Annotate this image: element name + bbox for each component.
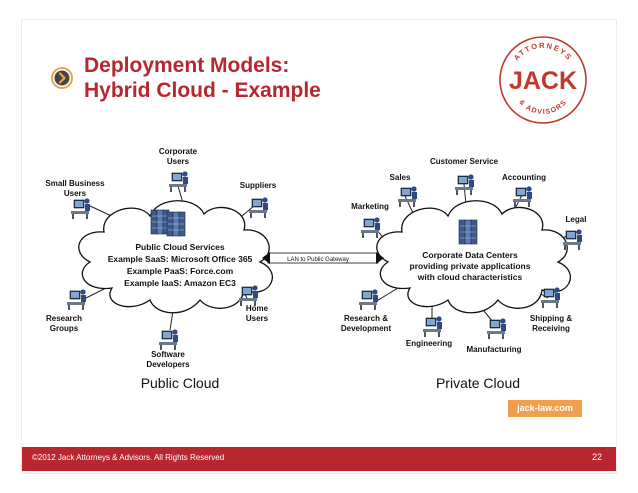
person-at-computer-icon xyxy=(397,185,418,208)
public-server-rack-icon xyxy=(150,209,170,235)
marketing-label: Marketing xyxy=(351,202,389,211)
private-cloud-caption: Private Cloud xyxy=(436,375,520,391)
person-at-computer-icon xyxy=(158,328,179,351)
person-at-computer-icon xyxy=(422,315,443,338)
slide-title-line2: Hybrid Cloud - Example xyxy=(84,79,321,102)
suppliers-label: Suppliers xyxy=(240,181,277,190)
person-at-computer-icon xyxy=(358,288,379,311)
gateway-bar-icon xyxy=(262,252,384,264)
public-cloud-shape xyxy=(78,200,273,314)
small-business-label-2: Users xyxy=(64,189,87,198)
website-badge[interactable]: jack-law.com xyxy=(508,400,582,417)
public-iaas: Example IaaS: Amazon EC3 xyxy=(124,278,236,288)
footer-bar: ©2012 Jack Attorneys & Advisors. All Rig… xyxy=(22,447,616,471)
person-at-computer-icon xyxy=(360,216,381,239)
private-server-rack-icon xyxy=(458,219,478,245)
software-developers-label-1: Software xyxy=(151,350,185,359)
slide-title: Deployment Models: Hybrid Cloud - Exampl… xyxy=(84,53,321,103)
private-center-line1: Corporate Data Centers xyxy=(422,250,518,260)
small-business-label-1: Small Business xyxy=(45,179,105,188)
manufacturing-label: Manufacturing xyxy=(466,345,521,354)
customer-service-label: Customer Service xyxy=(430,157,499,166)
corporate-users-label-2: Users xyxy=(167,157,190,166)
shipping-label-2: Receiving xyxy=(532,324,570,333)
copyright-text: ©2012 Jack Attorneys & Advisors. All Rig… xyxy=(32,453,225,462)
legal-label: Legal xyxy=(566,215,587,224)
public-server-rack-icon-2 xyxy=(166,211,186,237)
gateway-label: LAN to Public Gateway xyxy=(287,257,349,263)
public-paas: Example PaaS: Force.com xyxy=(127,266,234,276)
engineering-label: Engineering xyxy=(406,339,452,348)
private-cloud-shape xyxy=(376,200,571,314)
software-developers-label-2: Developers xyxy=(146,360,190,369)
public-services-title: Public Cloud Services xyxy=(135,242,225,252)
home-users-label-1: Home xyxy=(246,304,269,313)
sales-label: Sales xyxy=(390,173,411,182)
chevron-right-icon[interactable] xyxy=(51,67,73,89)
public-cloud-caption: Public Cloud xyxy=(141,375,220,391)
slide-title-line1: Deployment Models: xyxy=(84,54,290,77)
rnd-label-1: Research & xyxy=(344,314,388,323)
person-at-computer-icon xyxy=(540,286,561,309)
page-number: 22 xyxy=(591,452,602,462)
private-center-line3: with cloud characteristics xyxy=(417,272,523,282)
accounting-label: Accounting xyxy=(502,173,546,182)
person-at-computer-icon xyxy=(70,197,91,220)
person-at-computer-icon xyxy=(486,317,507,340)
shipping-label-1: Shipping & xyxy=(530,314,572,323)
corporate-users-label-1: Corporate xyxy=(159,147,198,156)
company-logo: ATTORNEYS JACK & ADVISORS xyxy=(499,36,587,124)
private-center-line2: providing private applications xyxy=(410,261,531,271)
public-saas: Example SaaS: Microsoft Office 365 xyxy=(108,254,253,264)
home-users-label-2: Users xyxy=(246,314,269,323)
logo-main-text: JACK xyxy=(509,67,577,95)
research-groups-label-1: Research xyxy=(46,314,82,323)
person-at-computer-icon xyxy=(562,228,583,251)
person-at-computer-icon xyxy=(66,288,87,311)
person-at-computer-icon xyxy=(512,185,533,208)
research-groups-label-2: Groups xyxy=(50,324,79,333)
rnd-label-2: Development xyxy=(341,324,392,333)
